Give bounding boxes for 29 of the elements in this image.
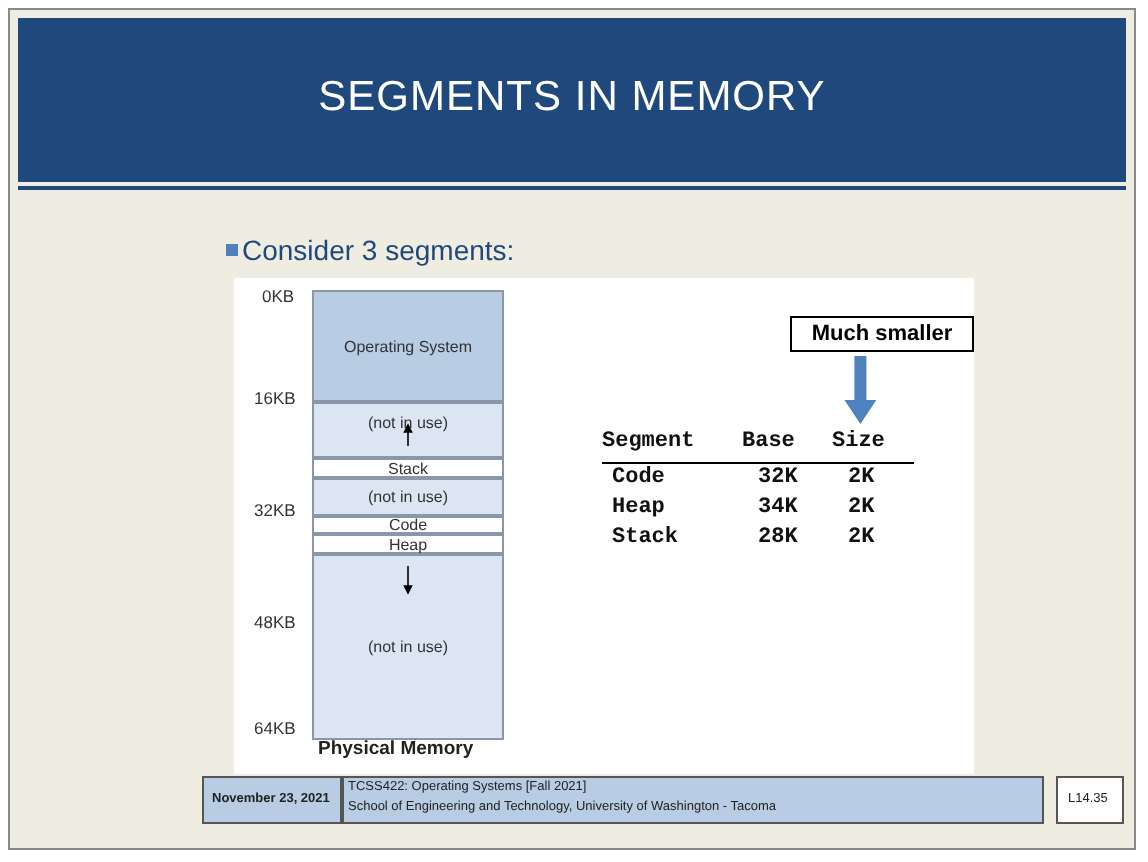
memory-segment: Operating System (312, 290, 504, 402)
arrow (844, 356, 877, 424)
table-cell: 2K (848, 496, 875, 520)
memory-segment: Heap (312, 534, 504, 554)
table-header: Base (742, 430, 795, 454)
memory-caption: Physical Memory (318, 738, 474, 760)
memory-address: 64KB (254, 718, 296, 738)
memory-address: 16KB (254, 388, 296, 408)
table-cell: 28K (758, 526, 798, 550)
table-cell: 34K (758, 496, 798, 520)
table-cell: Stack (612, 526, 679, 550)
table-cell: 2K (848, 466, 875, 490)
memory-segment: (not in use) (312, 402, 504, 458)
callout-box: Much smaller (790, 316, 974, 352)
table-cell: Code (612, 466, 665, 490)
table-cell: Heap (612, 496, 665, 520)
bullet-text: Consider 3 segments: (242, 234, 515, 266)
memory-segment: Stack (312, 458, 504, 478)
memory-address: 32KB (254, 500, 296, 520)
table-cell: 2K (848, 526, 875, 550)
table-cell: 32K (758, 466, 798, 490)
memory-address: 48KB (254, 612, 296, 632)
memory-segment: (not in use) (312, 554, 504, 740)
slide-title: SEGMENTS IN MEMORY (316, 74, 828, 122)
memory-segment: (not in use) (312, 478, 504, 516)
memory-address: 0KB (262, 286, 295, 306)
memory-segment: Code (312, 516, 504, 534)
table-header: Segment (602, 430, 695, 454)
table-header: Size (832, 430, 885, 454)
